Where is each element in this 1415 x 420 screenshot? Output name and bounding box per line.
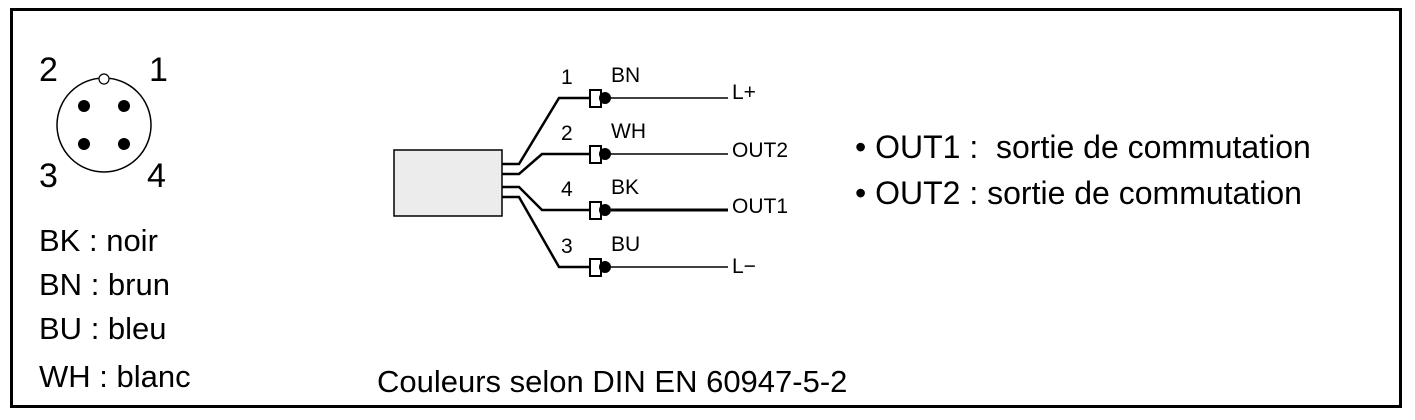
output-description-out1: • OUT1 : sortie de commutation [855, 129, 1311, 165]
output-name: OUT2 [875, 175, 961, 211]
pin-4-contact [118, 138, 130, 150]
pin-label-2: 2 [39, 51, 58, 89]
legend-item-bk: BK : noir [39, 223, 158, 258]
ferrule-pin-2 [589, 145, 611, 164]
output-description: sortie de commutation [996, 129, 1311, 165]
pin-3-contact [78, 138, 90, 150]
wire-pin-2 [502, 152, 598, 176]
legend-code: BK [39, 223, 81, 258]
wire-3-signal: L− [732, 255, 756, 278]
legend-code: BU [39, 311, 83, 346]
wire-2-signal: OUT2 [732, 139, 788, 162]
legend-meaning: noir [106, 223, 158, 258]
wire-2-color: WH [611, 120, 646, 143]
wire-4-pin-number: 4 [561, 178, 573, 201]
pin-label-4: 4 [147, 157, 166, 195]
wire-bundle [502, 96, 598, 269]
ferrule-pin-1 [589, 89, 611, 108]
wire-3-pin-number: 3 [561, 235, 573, 258]
output-separator: : [960, 175, 988, 211]
wire-1-pin-number: 1 [561, 66, 573, 89]
pin-label-1: 1 [149, 51, 168, 89]
legend-meaning: bleu [107, 311, 167, 346]
legend-item-wh: WH : blanc [39, 359, 191, 394]
color-standard-note: Couleurs selon DIN EN 60947-5-2 [377, 364, 848, 399]
wire-1-color: BN [611, 64, 640, 87]
wire-ferrules [589, 89, 611, 277]
connector-key-notch [98, 73, 110, 85]
wire-pin-3 [502, 195, 598, 269]
output-name: OUT1 [875, 129, 961, 165]
pin-1-contact [118, 100, 130, 112]
wire-pin-1 [502, 96, 598, 166]
pin-2-contact [78, 100, 90, 112]
output-separator: : [960, 129, 996, 165]
ferrule-pin-3 [589, 258, 611, 277]
wire-2-pin-number: 2 [561, 122, 573, 145]
legend-item-bn: BN : brun [39, 267, 170, 302]
wire-pin-4 [502, 185, 598, 212]
pin-label-3: 3 [39, 157, 58, 195]
legend-meaning: blanc [116, 359, 191, 394]
wire-4-signal: OUT1 [732, 195, 788, 218]
wire-3-color: BU [611, 233, 640, 256]
ferrule-pin-4 [589, 201, 611, 220]
legend-code: BN [39, 267, 83, 302]
legend-item-bu: BU : bleu [39, 311, 167, 346]
connector-face [56, 73, 152, 173]
wire-1-signal: L+ [732, 81, 756, 104]
sensor-body [393, 149, 503, 217]
diagram-frame: 1 BN L+ 2 WH OUT2 4 BK OUT1 3 BU L− 2 1 … [10, 8, 1402, 408]
wire-4-color: BK [611, 176, 639, 199]
wiring-diagram: 1 BN L+ 2 WH OUT2 4 BK OUT1 3 BU L− [56, 64, 788, 278]
output-description: sortie de commutation [987, 175, 1302, 211]
signal-lines [611, 97, 728, 268]
output-description-out2: • OUT2 : sortie de commutation [855, 175, 1302, 211]
connector-outline [56, 77, 152, 173]
legend-code: WH [39, 359, 91, 394]
legend-meaning: brun [107, 267, 170, 302]
